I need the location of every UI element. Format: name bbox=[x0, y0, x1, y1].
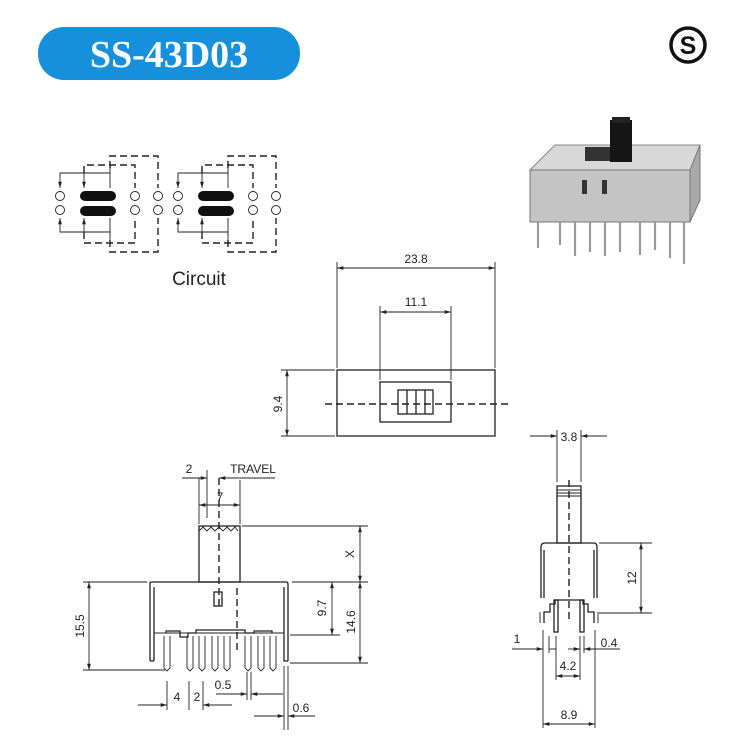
circuit-label: Circuit bbox=[172, 269, 227, 290]
dim-width: 23.8 bbox=[404, 252, 428, 266]
circuit-diagram: Circuit bbox=[55, 155, 281, 290]
dim-pin-span: 4.2 bbox=[560, 659, 577, 673]
top-view: 23.8 11.1 9.4 bbox=[271, 252, 512, 437]
dim-pin-pitch-b: 2 bbox=[194, 690, 201, 704]
front-view: 2 TRAVEL 7 X 9.7 14.6 15.5 4 2 0.5 bbox=[73, 462, 368, 730]
dim-height: 9.4 bbox=[271, 395, 285, 412]
dim-travel-pitch: 2 bbox=[186, 462, 193, 476]
dim-pin-width: 0.5 bbox=[215, 678, 232, 692]
dim-side-body-width: 8.9 bbox=[561, 708, 578, 722]
model-title: SS-43D03 bbox=[90, 34, 248, 76]
dim-leg-offset: 1 bbox=[514, 632, 521, 646]
dim-side-body-height: 12 bbox=[625, 571, 639, 585]
dim-shell-thickness: 0.6 bbox=[293, 701, 310, 715]
dim-pin-pitch-a: 4 bbox=[174, 690, 181, 704]
dim-body-height: 14.6 bbox=[344, 610, 358, 634]
dim-actuator-height: X bbox=[343, 550, 357, 558]
title-badge: SS-43D03 bbox=[38, 27, 300, 80]
dim-total-height: 15.5 bbox=[73, 614, 87, 638]
dim-pin-thickness: 0.4 bbox=[601, 636, 618, 650]
side-view: 3.8 12 1 0.4 4.2 8.9 bbox=[512, 430, 652, 728]
product-photo bbox=[528, 117, 701, 264]
dim-body-inner-height: 9.7 bbox=[315, 599, 329, 616]
dim-side-actuator-width: 3.8 bbox=[561, 430, 578, 444]
dim-actuator-width: 7 bbox=[217, 490, 224, 504]
s-circle-logo-icon: S bbox=[669, 26, 707, 64]
dim-slider-width: 11.1 bbox=[405, 295, 428, 309]
travel-label: TRAVEL bbox=[230, 462, 276, 476]
logo-letter: S bbox=[680, 32, 697, 60]
